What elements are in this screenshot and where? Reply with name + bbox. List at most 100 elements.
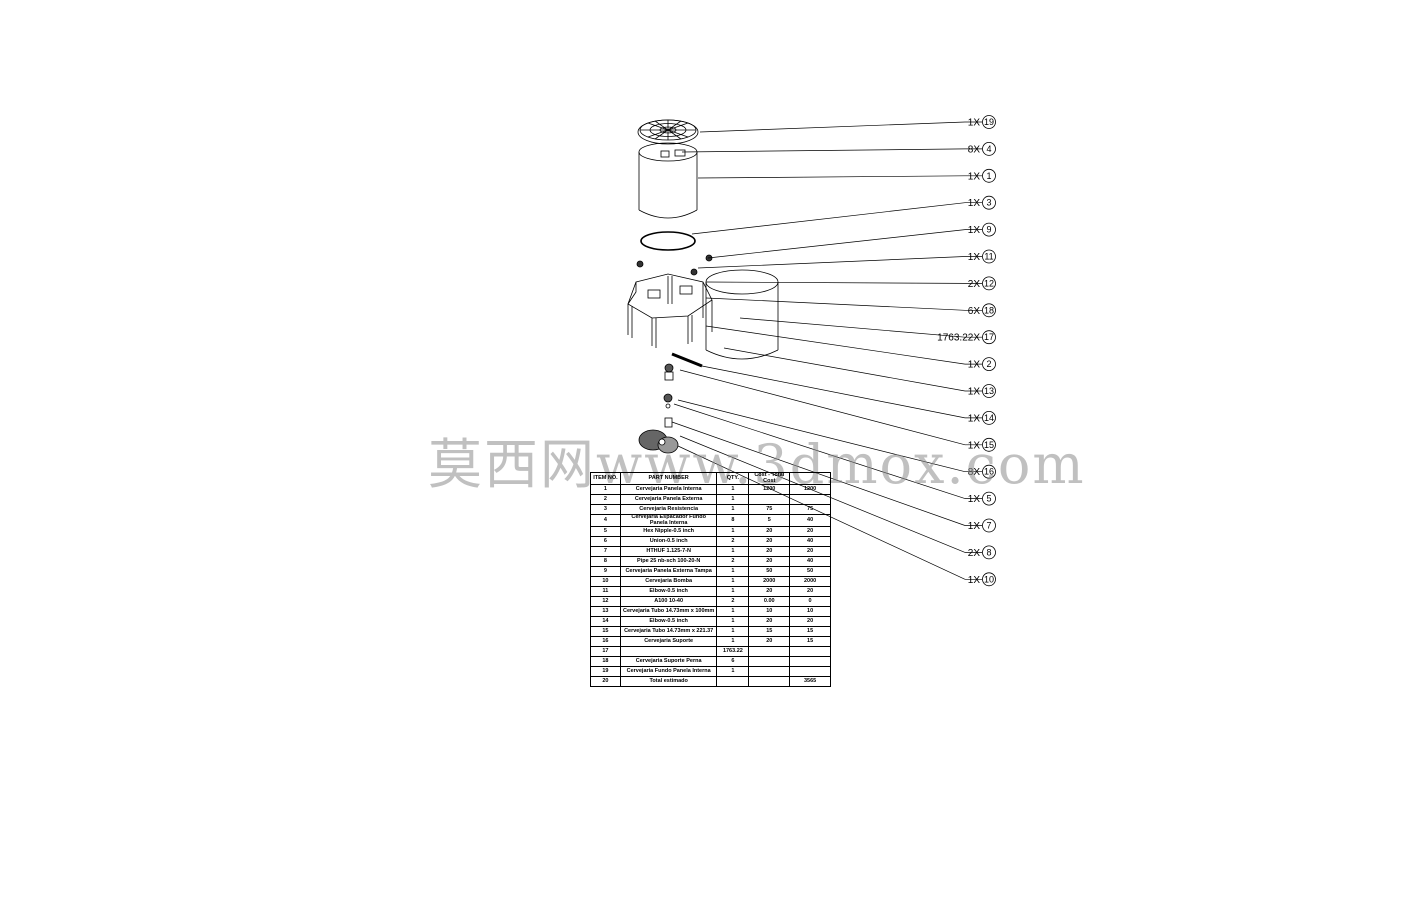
callout-qty: 2X: [968, 279, 981, 290]
table-cell: 20: [789, 616, 831, 627]
callout-qty: 1X: [968, 118, 981, 129]
bom-header-cost: Cost - Total Cost: [748, 472, 791, 485]
table-cell: 6: [590, 536, 621, 547]
table-cell: 18: [590, 656, 621, 667]
callout-qty: 1X: [968, 252, 981, 263]
callout-number: 3: [986, 198, 991, 208]
leader-line: [701, 365, 966, 419]
callout-balloon: [982, 518, 996, 533]
table-cell: 6: [716, 656, 750, 667]
table-cell: 2000: [748, 576, 791, 587]
table-cell: 40: [789, 556, 831, 567]
bill-of-materials-table: ITEM NO. PART NUMBER QTY. Cost - Total C…: [590, 472, 831, 687]
callout-balloon: [982, 545, 996, 560]
leader-line: [723, 347, 966, 392]
callout-number: 14: [984, 413, 994, 423]
table-cell: [789, 494, 831, 505]
table-cell: 20: [789, 546, 831, 557]
table-cell: HTHUF 1.125-7-N: [619, 546, 718, 557]
table-cell: 1: [716, 606, 750, 617]
table-cell: 10: [789, 606, 831, 617]
callout-number: 17: [984, 332, 994, 342]
table-cell: Cervejaria Bomba: [619, 576, 718, 587]
table-cell: 8: [590, 556, 621, 567]
table-cell: 20: [748, 586, 791, 597]
leader-line: [677, 399, 966, 473]
callout-balloon: [982, 303, 996, 318]
table-cell: 2: [590, 494, 621, 505]
lower-fittings-part: [663, 363, 674, 428]
leader-line: [705, 325, 966, 365]
table-cell: [748, 676, 791, 687]
table-cell: 15: [789, 636, 831, 647]
table-cell: 1: [716, 566, 750, 577]
table-cell: 1200: [789, 484, 831, 495]
perforated-disc-part: [637, 119, 699, 145]
small-fittings-part: [636, 254, 713, 276]
callout-qty: 1X: [968, 575, 981, 586]
table-cell: 1: [716, 616, 750, 627]
table-cell: 20: [789, 526, 831, 537]
leader-line: [679, 369, 966, 446]
callout-balloon: [982, 249, 996, 264]
callout-balloon: [982, 195, 996, 210]
callout-number: 7: [986, 521, 991, 531]
callout-number: 12: [984, 278, 994, 288]
table-cell: 50: [748, 566, 791, 577]
table-cell: 5: [748, 514, 791, 527]
ring-part: [640, 231, 696, 251]
table-cell: Pipe 25 nb-sch 100-20-N: [619, 556, 718, 567]
table-cell: 2: [716, 596, 750, 607]
table-cell: 14: [590, 616, 621, 627]
table-cell: 8: [716, 514, 750, 527]
table-cell: 75: [789, 504, 831, 515]
tube-part: [671, 352, 703, 368]
table-cell: 0.00: [748, 596, 791, 607]
callout-qty: 1X: [968, 360, 981, 371]
callout-number: 11: [984, 252, 993, 262]
table-cell: 1: [716, 576, 750, 587]
table-cell: 1: [716, 586, 750, 597]
table-cell: 11: [590, 586, 621, 597]
table-cell: 40: [789, 536, 831, 547]
table-cell: 1: [716, 504, 750, 515]
support-frame-part: [627, 273, 713, 348]
table-cell: Hex Nipple-0.5 inch: [619, 526, 718, 537]
table-cell: 50: [789, 566, 831, 577]
outer-pot-part: [705, 269, 779, 360]
callout-qty: 1X: [968, 225, 981, 236]
callout-number: 1: [986, 171, 991, 181]
table-cell: 7: [590, 546, 621, 557]
callout-balloon: [982, 464, 996, 479]
table-cell: 2: [716, 556, 750, 567]
callout-qty: 8X: [968, 467, 981, 478]
leader-line: [697, 175, 966, 179]
table-cell: Cervejaria Panela Interna: [619, 484, 718, 495]
callout-number: 16: [984, 467, 994, 477]
table-cell: [748, 494, 791, 505]
table-cell: 20: [748, 636, 791, 647]
callout-balloon: [982, 437, 996, 452]
callout-qty: 1X: [968, 198, 981, 209]
table-cell: 0: [789, 596, 831, 607]
callout-balloon: [982, 491, 996, 506]
callout-balloon: [982, 222, 996, 237]
table-cell: Elbow-0.5 inch: [619, 616, 718, 627]
bom-header-part-number: PART NUMBER: [619, 472, 718, 485]
callout-qty: 1X: [968, 494, 981, 505]
table-cell: 2: [716, 536, 750, 547]
table-cell: 1763.22: [716, 646, 750, 657]
